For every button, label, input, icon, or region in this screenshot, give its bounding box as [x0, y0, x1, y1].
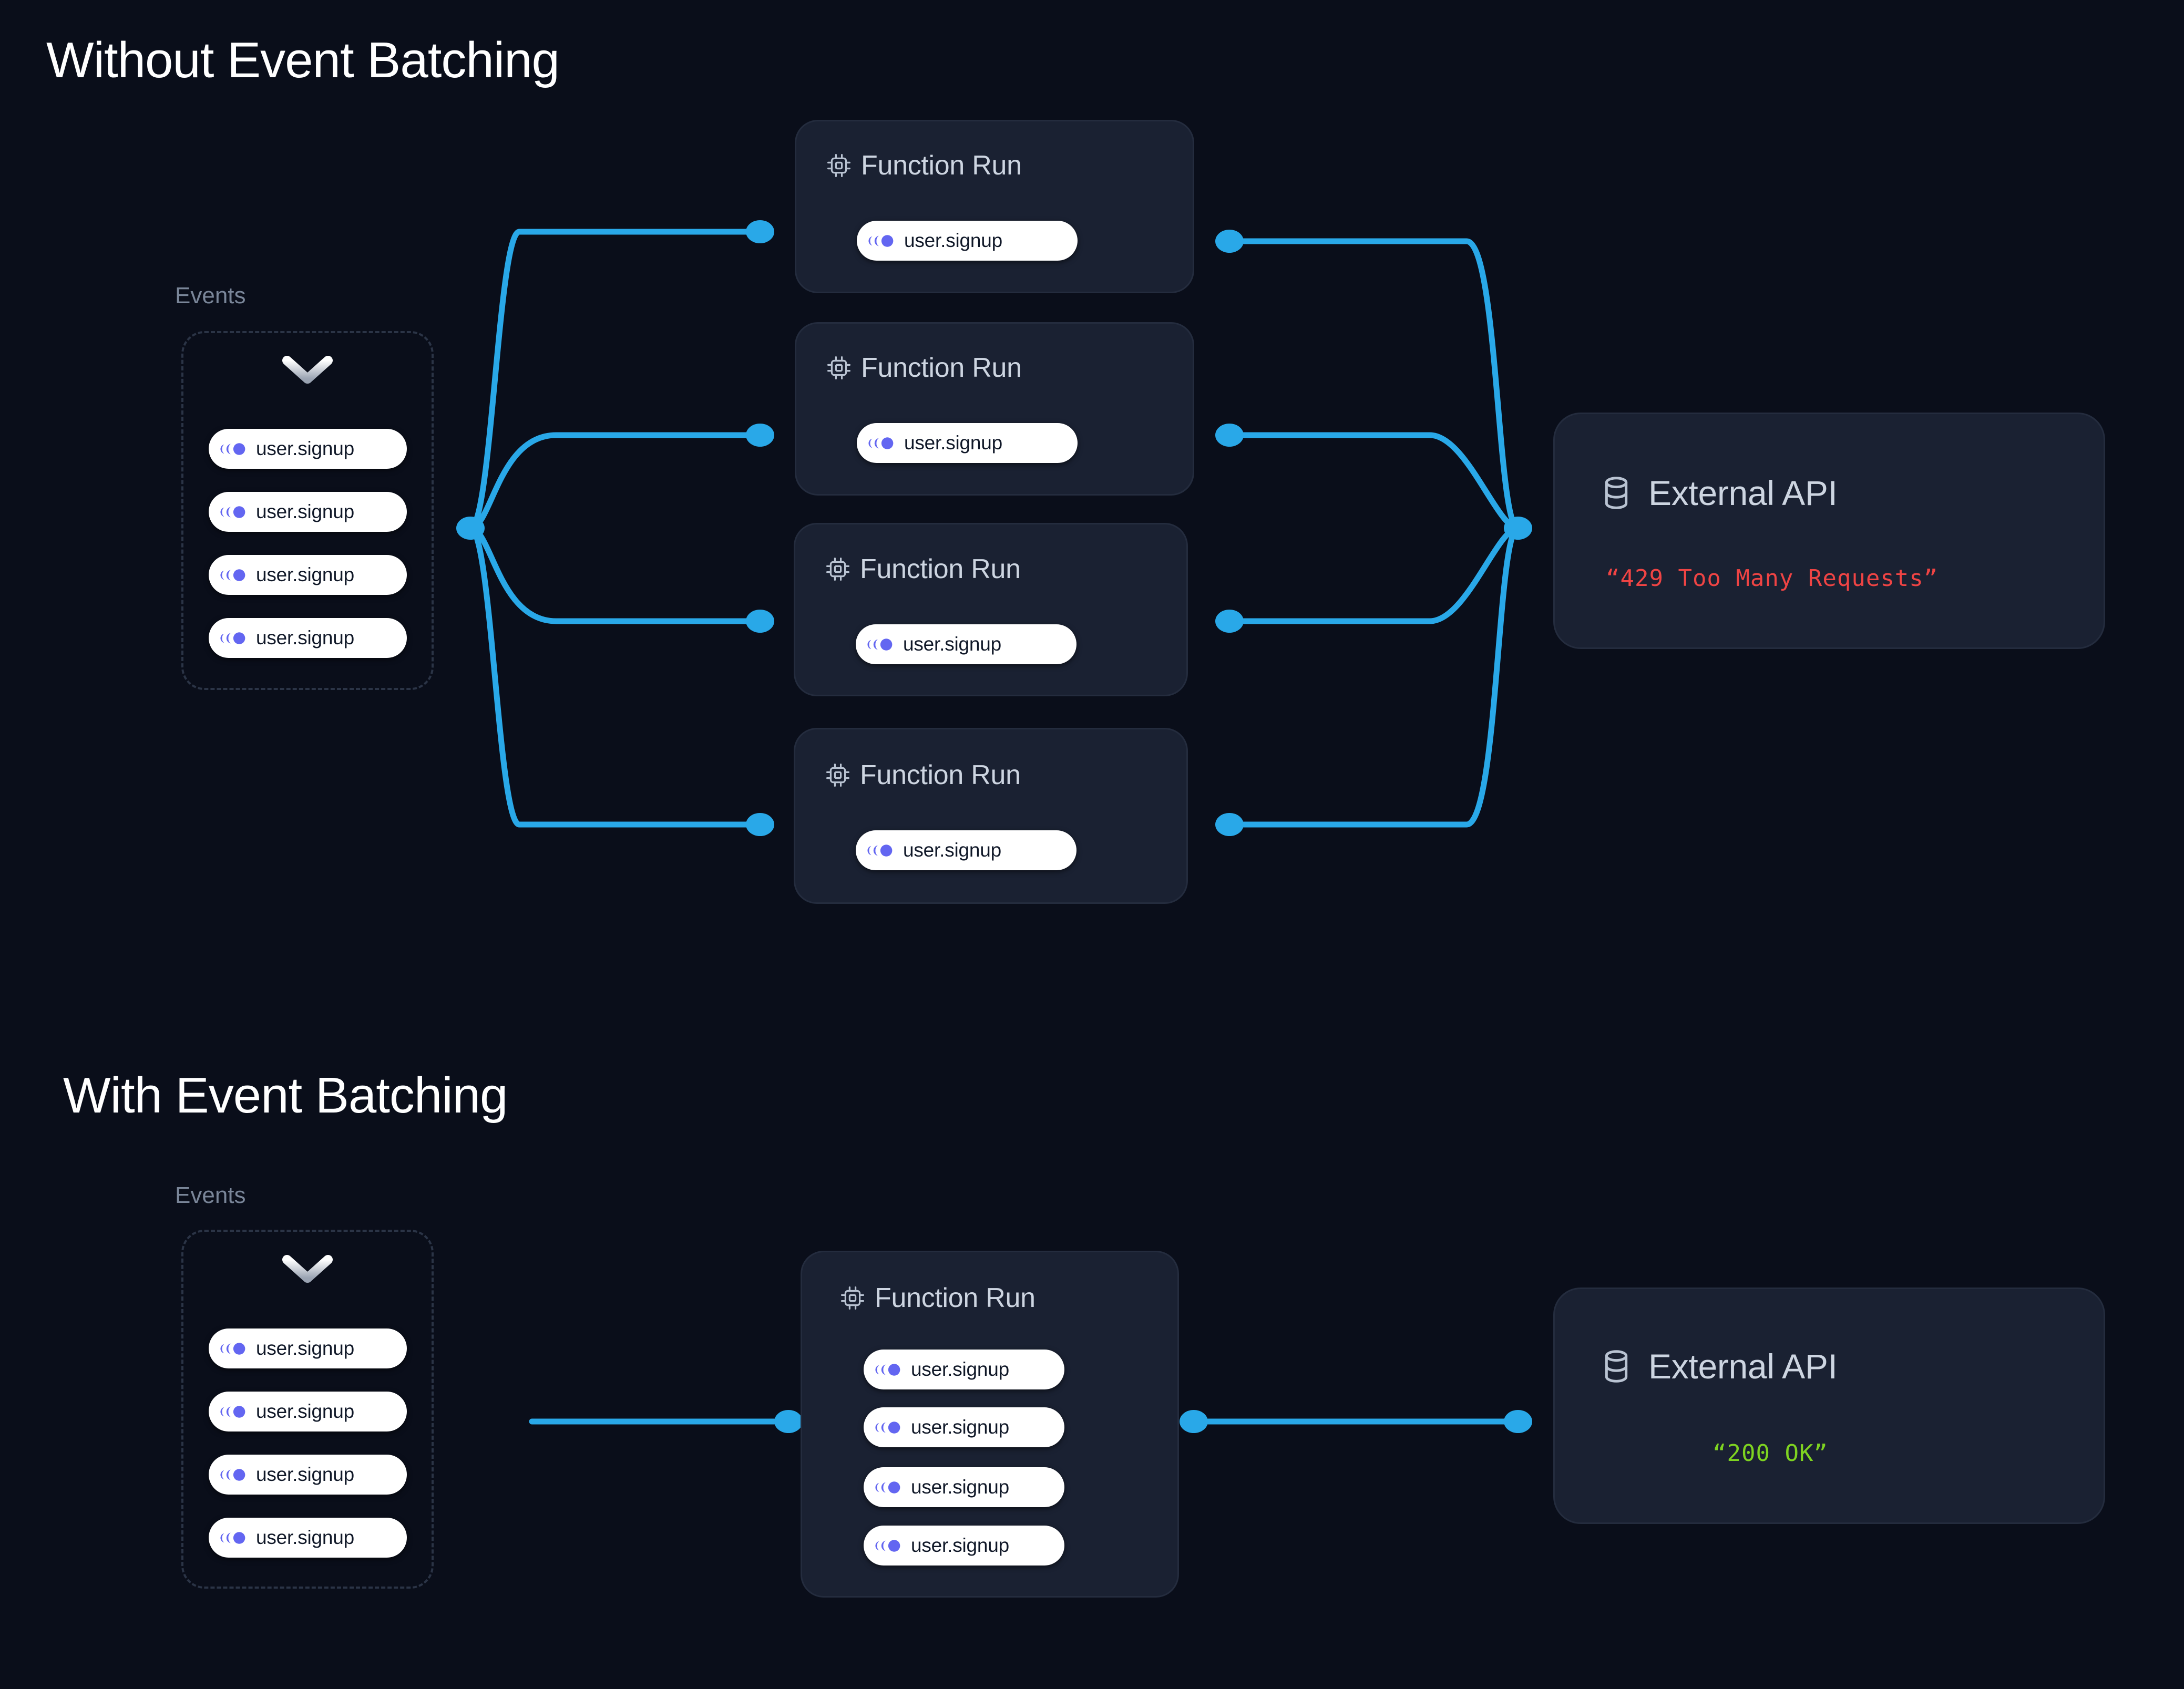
event-pill-label: user.signup	[256, 627, 355, 648]
event-pill[interactable]: user.signup	[864, 1467, 1064, 1507]
cpu-icon	[825, 557, 850, 582]
function-run-header: Function Run	[826, 352, 1022, 384]
function-run-header: Function Run	[825, 759, 1021, 791]
cpu-icon	[825, 763, 850, 788]
edge-node	[1180, 1410, 1208, 1433]
event-pill[interactable]: user.signup	[209, 1392, 407, 1431]
function-run-title: Function Run	[860, 760, 1021, 790]
event-trail-icon	[220, 1405, 248, 1419]
edge-node	[1504, 517, 1532, 540]
event-trail-icon	[220, 568, 248, 582]
event-trail-icon	[220, 1342, 248, 1356]
event-pill[interactable]: user.signup	[209, 429, 407, 469]
edge-node	[1215, 230, 1244, 253]
function-run-title: Function Run	[861, 150, 1022, 181]
event-trail-icon	[220, 505, 248, 519]
event-pill-label: user.signup	[903, 633, 1002, 655]
event-pill-label: user.signup	[911, 1358, 1010, 1380]
events-group-box	[181, 1230, 434, 1589]
event-pill[interactable]: user.signup	[857, 221, 1078, 261]
event-pill[interactable]: user.signup	[857, 423, 1078, 463]
edge-node	[1215, 610, 1244, 633]
event-pill[interactable]: user.signup	[209, 492, 407, 532]
external-api-status: “200 OK”	[1713, 1440, 1828, 1467]
edge-node	[746, 813, 774, 836]
event-pill-label: user.signup	[256, 501, 355, 522]
event-pill-label: user.signup	[256, 1400, 355, 1422]
database-icon	[1598, 475, 1635, 511]
event-trail-icon	[220, 631, 248, 645]
event-trail-icon	[867, 843, 895, 858]
function-run-title: Function Run	[860, 554, 1021, 584]
event-pill[interactable]: user.signup	[856, 830, 1076, 870]
external-api-card[interactable]	[1553, 1288, 2105, 1524]
cpu-icon	[840, 1285, 865, 1311]
function-run-card[interactable]	[795, 322, 1194, 496]
function-run-header: Function Run	[826, 150, 1022, 181]
chevron-down-icon	[282, 1255, 333, 1283]
events-group-box	[181, 331, 434, 690]
event-trail-icon	[220, 442, 248, 456]
chevron-down-icon	[282, 356, 333, 384]
function-run-header: Function Run	[825, 553, 1021, 585]
event-pill-label: user.signup	[911, 1534, 1010, 1556]
edge-node	[746, 424, 774, 447]
external-api-header: External API	[1598, 1346, 1838, 1386]
external-api-header: External API	[1598, 473, 1838, 513]
event-trail-icon	[875, 1420, 903, 1435]
event-trail-icon	[220, 1468, 248, 1482]
event-pill-label: user.signup	[256, 564, 355, 585]
event-pill[interactable]: user.signup	[209, 555, 407, 595]
function-run-title: Function Run	[875, 1283, 1035, 1313]
edge-node	[1215, 424, 1244, 447]
event-pill[interactable]: user.signup	[209, 1518, 407, 1558]
event-pill-label: user.signup	[903, 839, 1002, 861]
event-trail-icon	[875, 1480, 903, 1495]
edge-node	[456, 517, 485, 540]
section-title-without: Without Event Batching	[46, 32, 560, 88]
event-pill[interactable]: user.signup	[864, 1526, 1064, 1566]
event-trail-icon	[867, 637, 895, 652]
events-label: Events	[175, 1182, 246, 1208]
edge-node	[1215, 813, 1244, 836]
event-pill-label: user.signup	[256, 1337, 355, 1359]
event-pill-label: user.signup	[256, 1527, 355, 1548]
event-pill-label: user.signup	[256, 1464, 355, 1485]
event-pill[interactable]: user.signup	[209, 1328, 407, 1368]
function-run-header: Function Run	[840, 1282, 1035, 1314]
external-api-title: External API	[1648, 1347, 1838, 1386]
edge-node	[774, 1410, 803, 1433]
event-pill-label: user.signup	[911, 1476, 1010, 1498]
edge-node	[1504, 1410, 1532, 1433]
external-api-status: “429 Too Many Requests”	[1606, 565, 1939, 592]
event-pill-label: user.signup	[904, 432, 1003, 454]
event-trail-icon	[875, 1363, 903, 1377]
event-pill[interactable]: user.signup	[209, 618, 407, 658]
edge-node	[746, 220, 774, 243]
event-pill[interactable]: user.signup	[864, 1407, 1064, 1447]
external-api-title: External API	[1648, 473, 1838, 512]
event-pill[interactable]: user.signup	[856, 624, 1076, 664]
edge-node	[746, 610, 774, 633]
function-run-card[interactable]	[795, 120, 1194, 293]
function-run-card[interactable]	[794, 523, 1188, 696]
event-pill[interactable]: user.signup	[864, 1350, 1064, 1389]
external-api-card[interactable]	[1553, 413, 2105, 649]
cpu-icon	[826, 355, 852, 380]
event-pill-label: user.signup	[911, 1416, 1010, 1438]
database-icon	[1598, 1348, 1635, 1385]
events-label: Events	[175, 283, 246, 308]
cpu-icon	[826, 153, 852, 178]
event-pill-label: user.signup	[256, 438, 355, 459]
section-title-with: With Event Batching	[63, 1067, 508, 1124]
event-trail-icon	[868, 234, 896, 248]
event-trail-icon	[875, 1539, 903, 1553]
function-run-card[interactable]	[794, 728, 1188, 904]
event-pill[interactable]: user.signup	[209, 1455, 407, 1495]
event-trail-icon	[220, 1531, 248, 1545]
event-trail-icon	[868, 436, 896, 450]
function-run-title: Function Run	[861, 353, 1022, 383]
event-pill-label: user.signup	[904, 230, 1003, 251]
